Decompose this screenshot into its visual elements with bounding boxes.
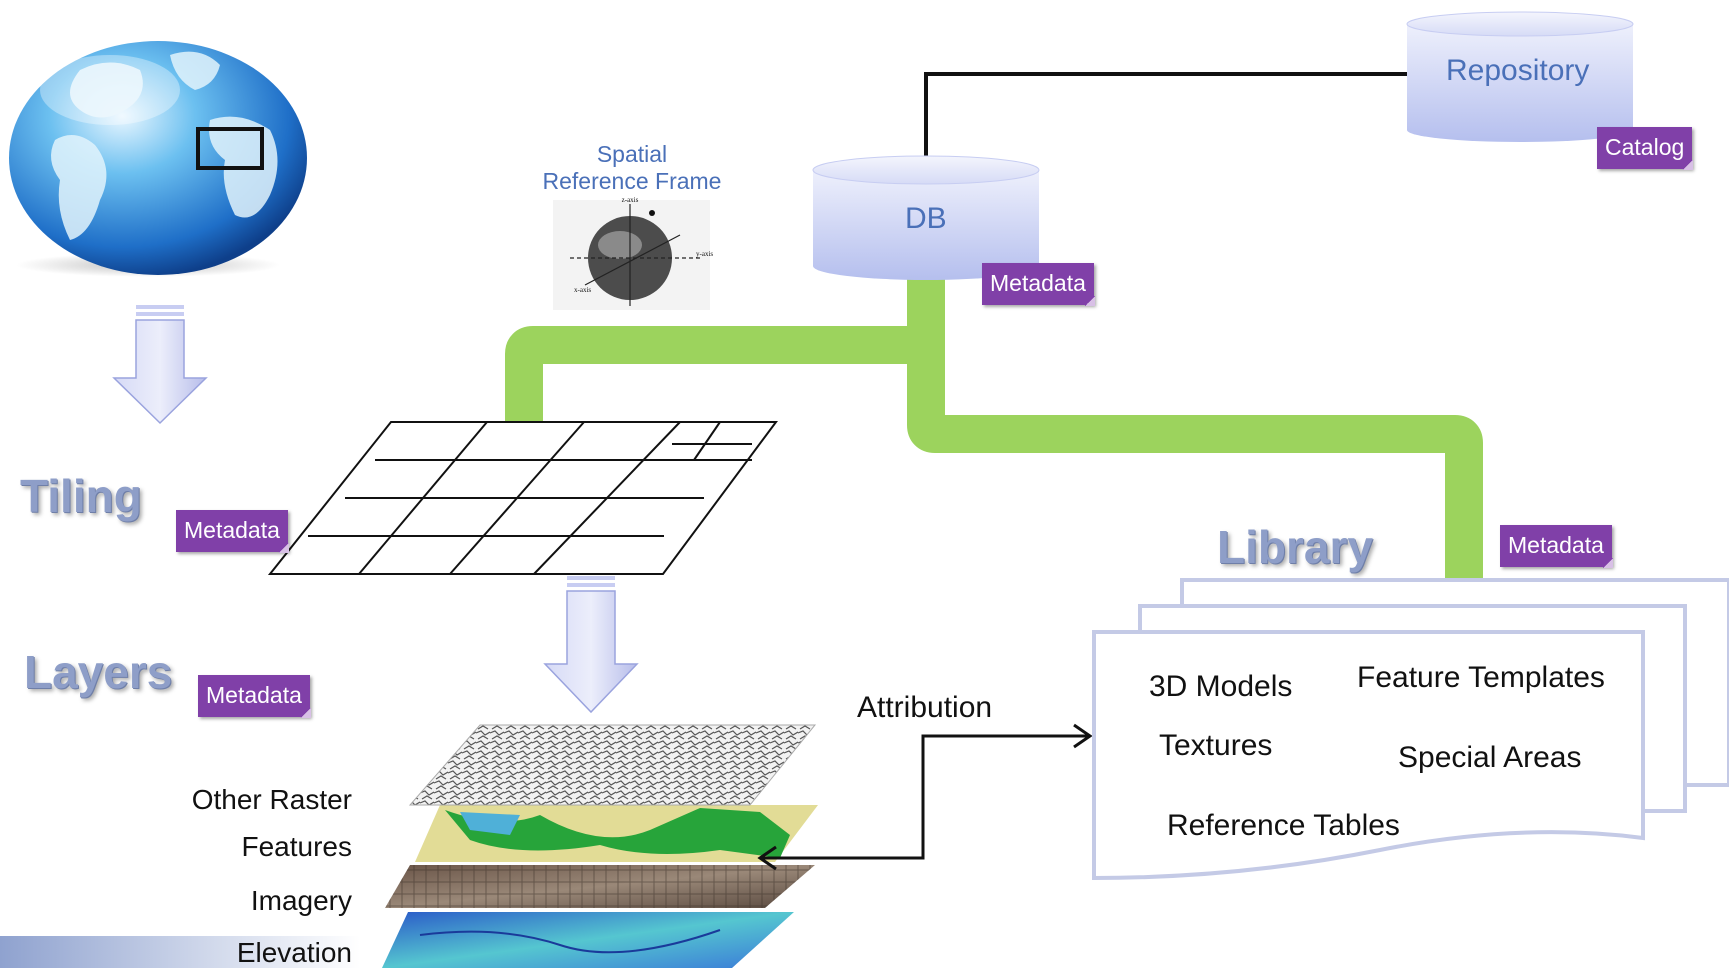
library-item-feature-templates: Feature Templates [1357,661,1605,694]
attribution-arrow [757,723,1093,871]
db-metadata-badge[interactable]: Metadata [982,263,1095,306]
layer-label-features: Features [241,831,353,862]
library-title: Library [1217,521,1373,573]
spatial-reference-frame-label: Spatial Reference Frame [542,141,722,194]
data-pipe [505,278,1483,582]
library-item-special-areas: Special Areas [1398,741,1582,774]
svg-text:x-axis: x-axis [574,286,591,294]
db-repository-connector [924,72,1408,160]
library-metadata-badge[interactable]: Metadata [1500,525,1613,568]
spatial-reference-sphere-icon: z-axis y-axis x-axis [553,196,713,310]
library-item-textures: Textures [1159,729,1273,762]
catalog-badge[interactable]: Catalog [1597,127,1694,170]
area-of-interest-box [196,127,264,170]
layer-label-elevation: Elevation [236,937,352,968]
db-cylinder [812,155,1040,280]
attribution-label: Attribution [857,691,993,724]
layer-elevation [382,912,794,968]
repository-cylinder [1406,11,1634,142]
layers-metadata-badge[interactable]: Metadata [198,675,311,718]
layer-label-other-raster: Other Raster [191,784,352,815]
library-documents [1092,578,1729,881]
globe-icon [9,41,307,277]
layer-label-imagery: Imagery [250,885,352,916]
down-arrow-icon [112,305,208,425]
svg-text:z-axis: z-axis [622,196,639,204]
footer-bar [0,936,360,968]
layers-title: Layers [24,646,173,698]
down-arrow-icon [543,576,639,714]
tiling-grid [267,421,778,575]
tiling-title: Tiling [20,470,142,522]
layer-other-raster [408,724,817,806]
layer-stack [382,724,818,968]
library-item-3d-models: 3D Models [1149,670,1293,703]
library-item-reference-tables: Reference Tables [1167,809,1400,842]
repository-label: Repository [1446,54,1590,87]
tiling-metadata-badge[interactable]: Metadata [176,510,289,553]
svg-text:y-axis: y-axis [696,250,713,258]
db-label: DB [905,202,947,235]
